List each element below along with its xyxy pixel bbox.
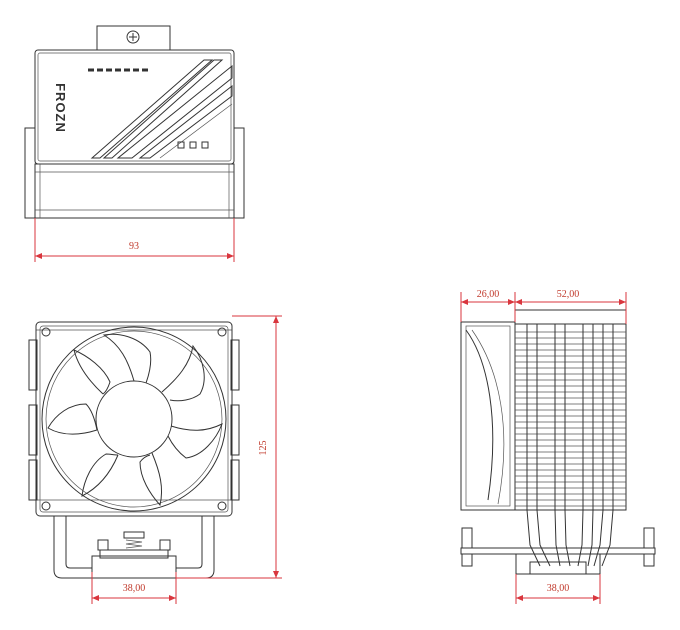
front-view xyxy=(28,321,240,579)
screw-icon xyxy=(217,501,227,511)
side-view xyxy=(460,309,656,575)
dimension-label-side-base: 38,00 xyxy=(547,583,570,594)
fin-stack xyxy=(36,329,232,501)
spring-icon xyxy=(123,531,145,549)
spring-icon xyxy=(461,527,473,567)
screw-icon xyxy=(41,327,51,337)
dimension-label-front-height: 125 xyxy=(258,441,269,456)
screw-icon xyxy=(217,327,227,337)
dimension-front-height: 125 xyxy=(176,315,282,579)
screw-icon xyxy=(41,501,51,511)
top-cover-stripes xyxy=(90,59,233,159)
dimension-side-heatsink: 52,00 xyxy=(515,289,627,324)
dimension-label-side-fan: 26,00 xyxy=(477,289,500,300)
dimension-top-width: 93 xyxy=(34,218,235,262)
top-view: FROZN xyxy=(24,25,245,219)
spring-icon xyxy=(97,539,171,551)
dimension-label-side-heatsink: 52,00 xyxy=(557,289,580,300)
dimension-side-base: 38,00 xyxy=(515,574,601,604)
dimension-label-top-width: 93 xyxy=(129,241,139,252)
dimension-side-fan: 26,00 xyxy=(460,289,516,322)
fan-ring xyxy=(41,326,227,512)
dimension-label-front-base: 38,00 xyxy=(123,583,146,594)
dimension-front-base: 38,00 xyxy=(91,572,177,604)
screw-icon xyxy=(126,30,140,44)
heat-pipes xyxy=(526,323,614,567)
fin-stack xyxy=(515,331,626,507)
fan-blades xyxy=(47,333,223,507)
spring-icon xyxy=(643,527,655,567)
fan-hub xyxy=(95,380,173,458)
brand-logo: FROZN xyxy=(53,83,68,133)
